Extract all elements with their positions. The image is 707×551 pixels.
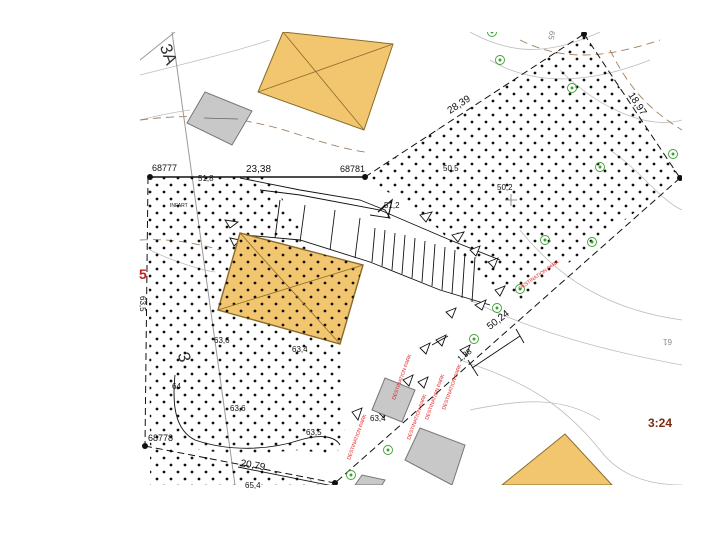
scale-zone-label: 3:24: [648, 416, 672, 430]
parcel-point-label: 68781: [340, 164, 365, 174]
elevation-label: 51,2: [384, 201, 400, 210]
outbuilding-top-left: [186, 91, 253, 146]
dimension-line-diagonal: [431, 328, 525, 377]
sector-label-3a: 3A: [156, 41, 181, 68]
parcel-corner-points: [142, 32, 682, 485]
red-annotation: DESTINATION PARK: [441, 363, 463, 411]
dimension-label: 20,79: [239, 458, 266, 473]
parcel-point-label: 68777: [152, 163, 177, 173]
dimension-label: 50,24: [485, 308, 512, 332]
earthwork-curve: [173, 374, 341, 449]
elevation-label: 63,6: [214, 336, 230, 345]
edge-elevation-label: 63,5: [138, 296, 147, 312]
driveway-hatch: [239, 177, 501, 306]
planted-area-right: [365, 34, 680, 300]
sector-label-5: 5: [139, 266, 147, 282]
parcel-boundary: [144, 33, 681, 484]
red-annotation: DESTINATION PARK: [346, 413, 368, 461]
elevation-label: 51,8: [198, 174, 214, 183]
outbuilding-bottom: [354, 377, 466, 485]
elevation-label: 63,4: [370, 414, 386, 423]
contour-label: 65: [546, 30, 557, 41]
dimension-label: 1,38: [456, 347, 474, 364]
building-bottom-right: [501, 433, 613, 485]
contour-label: 61: [663, 337, 672, 346]
elevation-label: 63,5: [306, 428, 322, 437]
elevation-label: 50,5: [443, 164, 459, 173]
elevation-label: 65,4: [245, 481, 261, 490]
tree-symbols: [346, 32, 678, 480]
building-top-center: [257, 32, 394, 131]
parcel-point-label: 68778: [148, 433, 173, 443]
elevation-label: 50,2: [497, 183, 513, 192]
infart-label: INFART: [170, 203, 188, 209]
building-proposed: [217, 232, 364, 345]
survey-cross: [505, 194, 517, 206]
elevation-label: 64: [172, 382, 181, 391]
road-line-2: [140, 32, 176, 61]
dimension-line-bottom: [237, 466, 331, 485]
dimension-label: 23,38: [246, 164, 271, 175]
elevation-label: 63,4: [292, 345, 308, 354]
elevation-label: 63,6: [230, 404, 246, 413]
